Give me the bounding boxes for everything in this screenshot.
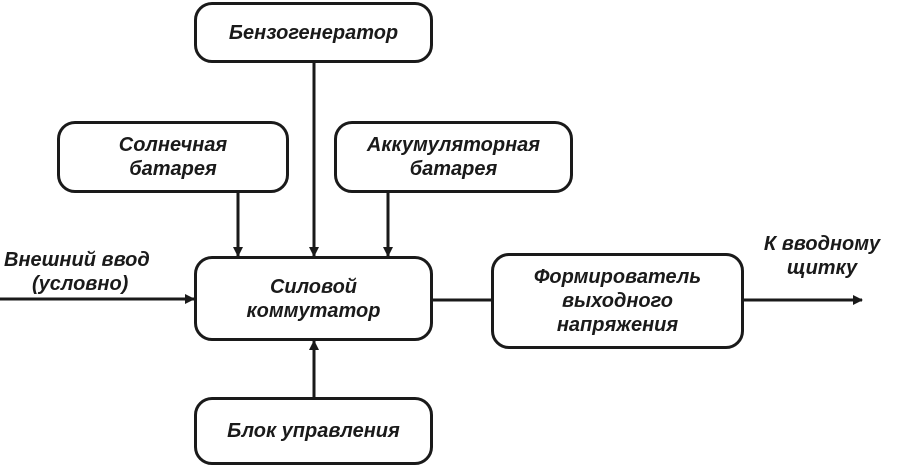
power-switch-label-line2: коммутатор (246, 299, 381, 322)
accumulator-battery-label-line2: батарея (409, 158, 498, 180)
accumulator-battery-label-line1: Аккумуляторная (366, 134, 541, 156)
external-input-label-line2: (условно) (32, 273, 129, 295)
control-unit-label: Блок управления (227, 420, 400, 442)
external-input-label: Внешний ввод (условно) (4, 248, 150, 296)
power-switch-block: Силовой коммутатор (194, 256, 433, 341)
generator-label: Бензогенератор (228, 21, 399, 44)
output-label-line2: щитку (786, 257, 858, 279)
accumulator-battery-block: Аккумуляторная батарея (334, 121, 573, 193)
shaper-label-line2: выходного (561, 290, 674, 312)
control-unit-block: Блок управления (194, 397, 433, 465)
shaper-label-line3: напряжения (556, 314, 679, 336)
output-voltage-shaper-block: Формирователь выходного напряжения (491, 253, 744, 349)
generator-block: Бензогенератор (194, 2, 433, 63)
solar-battery-label-line1: Солнечная (118, 134, 228, 156)
solar-battery-block: Солнечная батарея (57, 121, 289, 193)
solar-battery-label-line2: батарея (129, 158, 217, 180)
output-label: К вводному щитку (752, 232, 892, 280)
external-input-label-line1: Внешний ввод (4, 249, 150, 271)
shaper-label-line1: Формирователь (533, 266, 702, 288)
power-switch-label-line1: Силовой (269, 275, 358, 298)
output-label-line1: К вводному (763, 233, 881, 255)
